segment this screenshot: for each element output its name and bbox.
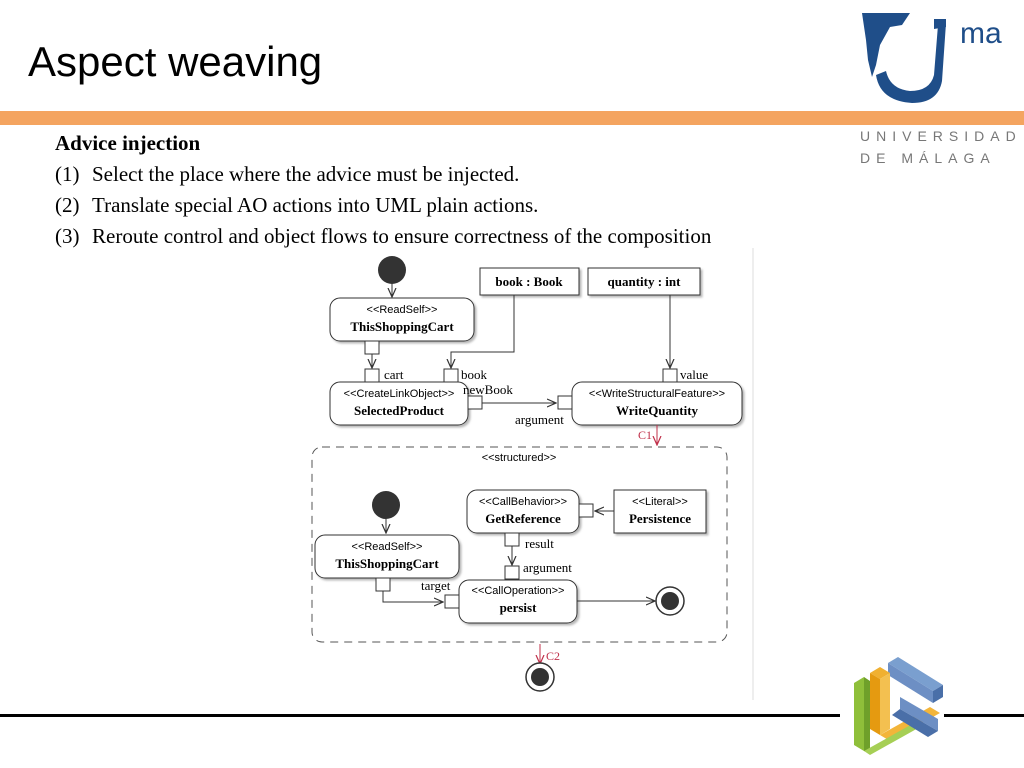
final-node <box>525 662 555 692</box>
object-quantity: quantity : int <box>587 267 701 296</box>
output-pin <box>375 577 391 592</box>
university-logo: ma <box>850 5 1020 175</box>
footer-line <box>0 714 840 717</box>
pin-label-cart: cart <box>384 367 404 382</box>
list-item: (1) Select the place where the advice mus… <box>55 159 711 190</box>
footer-line-right <box>944 714 1024 717</box>
action-calloperation: <<CallOperation>> persist <box>458 579 578 624</box>
pin-label-target: target <box>421 578 451 593</box>
output-pin-result <box>504 532 520 547</box>
svg-text:GetReference: GetReference <box>485 511 561 526</box>
action-writestructuralfeature: <<WriteStructuralFeature>> WriteQuantity <box>571 381 743 426</box>
list-text: Select the place where the advice must b… <box>92 162 520 186</box>
svg-text:WriteQuantity: WriteQuantity <box>616 403 699 418</box>
initial-node <box>378 256 406 284</box>
svg-text:ThisShoppingCart: ThisShoppingCart <box>350 319 454 334</box>
output-pin-newbook <box>467 395 483 410</box>
list-number: (2) <box>55 193 80 217</box>
object-literal: <<Literal>> Persistence <box>613 489 707 534</box>
annotation-c1: C1 <box>638 428 652 442</box>
pin-label-value: value <box>680 367 708 382</box>
input-pin-book <box>443 368 459 383</box>
content-block: Advice injection (1) Select the place whe… <box>55 128 711 252</box>
svg-text:<<CallBehavior>>: <<CallBehavior>> <box>479 496 567 508</box>
svg-text:SelectedProduct: SelectedProduct <box>354 403 445 418</box>
header-bar <box>0 111 1024 125</box>
activity-diagram: book : Book quantity : int <<ReadSelf>> … <box>298 248 754 700</box>
svg-text:<<ReadSelf>>: <<ReadSelf>> <box>352 541 423 553</box>
list-number: (3) <box>55 224 80 248</box>
list-text: Translate special AO actions into UML pl… <box>92 193 539 217</box>
pin-label-argument2: argument <box>523 560 572 575</box>
svg-text:<<ReadSelf>>: <<ReadSelf>> <box>367 304 438 316</box>
university-name-line1: UNIVERSIDAD <box>860 128 1022 144</box>
svg-text:Persistence: Persistence <box>629 511 691 526</box>
cube-logo-icon <box>854 657 943 755</box>
input-pin-target <box>444 594 460 609</box>
structured-label: <<structured>> <box>482 452 557 464</box>
uma-logo-icon: ma <box>862 13 1002 103</box>
input-pin-argument2 <box>504 565 520 580</box>
svg-text:<<Literal>>: <<Literal>> <box>632 496 688 508</box>
svg-text:<<CreateLinkObject>>: <<CreateLinkObject>> <box>344 388 455 400</box>
annotation-c2: C2 <box>546 649 560 663</box>
svg-text:<<WriteStructuralFeature>>: <<WriteStructuralFeature>> <box>589 388 725 400</box>
logo-text: ma <box>960 17 1002 50</box>
list-text: Reroute control and object flows to ensu… <box>92 224 712 248</box>
content-heading: Advice injection <box>55 131 201 155</box>
input-pin <box>578 503 594 518</box>
pin-label-newbook: newBook <box>463 382 513 397</box>
inner-final-node <box>655 586 685 616</box>
pin-label-result: result <box>525 536 554 551</box>
input-pin-value <box>662 368 678 383</box>
svg-text:persist: persist <box>500 600 538 615</box>
action-createlinkobject: <<CreateLinkObject>> SelectedProduct <box>329 381 469 426</box>
input-pin-cart <box>364 368 380 383</box>
structured-region <box>311 446 728 643</box>
pin-label-argument: argument <box>515 412 564 427</box>
list-number: (1) <box>55 162 80 186</box>
svg-text:<<CallOperation>>: <<CallOperation>> <box>472 585 565 597</box>
slide-title: Aspect weaving <box>28 38 323 85</box>
svg-text:quantity : int: quantity : int <box>608 274 682 289</box>
university-name-line2: DE MÁLAGA <box>860 150 996 166</box>
svg-text:ThisShoppingCart: ThisShoppingCart <box>335 556 439 571</box>
action-readself-top: <<ReadSelf>> ThisShoppingCart <box>329 297 475 342</box>
list-item: (2) Translate special AO actions into UML… <box>55 190 711 221</box>
action-callbehavior: <<CallBehavior>> GetReference <box>466 489 580 534</box>
svg-text:book : Book: book : Book <box>495 274 563 289</box>
inner-initial-node <box>372 491 400 519</box>
output-pin <box>364 340 380 355</box>
object-book: book : Book <box>479 267 580 296</box>
input-pin-argument <box>557 395 573 410</box>
action-readself-inner: <<ReadSelf>> ThisShoppingCart <box>314 534 460 579</box>
pin-label-book: book <box>461 367 488 382</box>
list-item: (3) Reroute control and object flows to e… <box>55 221 711 252</box>
